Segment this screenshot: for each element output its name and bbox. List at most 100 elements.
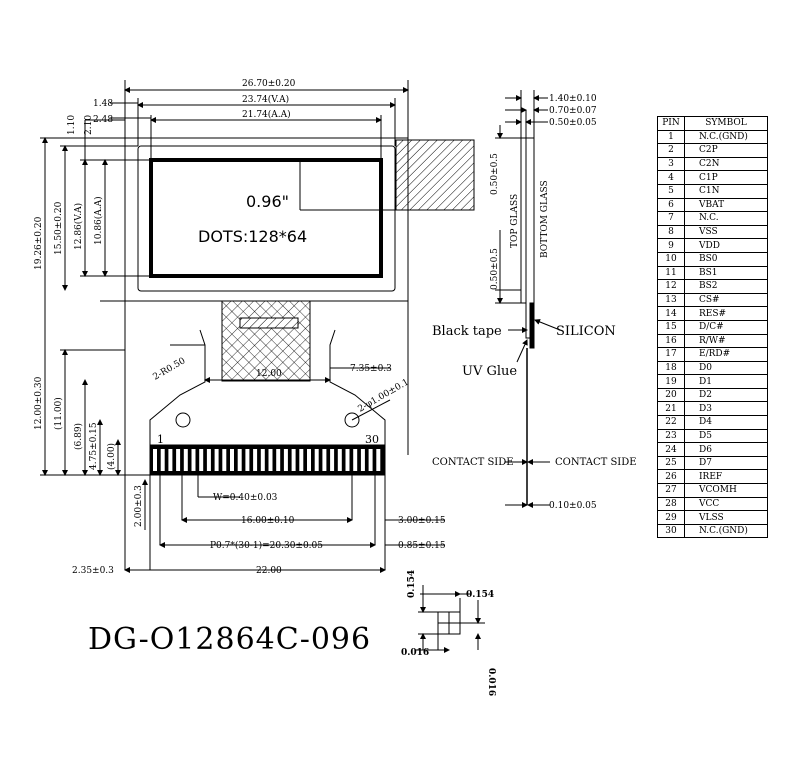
pin-number: 30 [657,523,685,539]
dim-height-1550: 15.50±0.20 [54,201,64,255]
contact-pad [291,449,296,471]
pin-symbol: D2 [684,387,768,403]
pin-number: 10 [657,251,685,267]
contact-pad [183,449,188,471]
pin-number: 12 [657,279,685,294]
pixel-detail [415,585,485,653]
pin-symbol: N.C.(GND) [684,523,768,539]
dim-height-fpc: 12.00±0.30 [34,376,44,430]
dim-width-1600: 16.00±0.10 [241,516,295,526]
pin-header: PIN [657,116,685,131]
contact-side-right: CONTACT SIDE [555,457,637,468]
contact-pad [153,449,157,471]
contact-pad [283,449,288,471]
pin-symbol: E/RD# [684,347,768,362]
contact-pads [153,449,381,471]
contact-pad [322,449,327,471]
pin-symbol: N.C. [684,211,768,226]
pin-symbol: VBAT [684,197,768,213]
contact-pad [191,449,196,471]
dim-thickness-050: 0.50±0.05 [549,118,597,128]
pin-symbol: C1N [684,183,768,199]
pin-number: 29 [657,510,685,525]
dim-offset-085: 0.85±0.15 [398,541,446,551]
dim-height-400: (4.00) [106,443,117,470]
pin-symbol: D7 [684,455,768,471]
contact-pad [276,449,281,471]
pixel-dim-side: 0.016 [486,668,496,696]
front-view-text: 0.96" DOTS:128*64 26.70±0.20 23.74(V.A) … [34,79,446,576]
dim-top-050: 0.50±0.5 [490,153,500,195]
pin-symbol: D1 [684,374,768,389]
top-glass [520,137,527,304]
hatched-block [395,139,475,211]
mount-hole-right [344,412,360,428]
dim-width-outline: 26.70±0.20 [242,79,296,89]
pin-number: 17 [657,347,685,362]
pin-symbol: C2N [684,156,768,172]
pixel-dim-bottom: 0.016 [401,648,429,658]
pin-number: 18 [657,360,685,376]
display-size-label: 0.96" [246,192,289,211]
pin-number: 6 [657,197,685,213]
contact-pad [168,449,173,471]
silicon-label: SILICON [556,324,616,339]
dim-height-689: (6.89) [73,423,84,450]
dim-height-475: 4.75±0.15 [89,422,99,470]
dim-height-200: 2.00±0.3 [134,485,144,527]
symbol-header: SYMBOL [684,116,768,131]
contact-pad [199,449,204,471]
dim-height-va: 12.86(V.A) [73,203,84,250]
pin-number: 8 [657,224,685,240]
pin-symbol: D3 [684,401,768,417]
pin-symbol: D/C# [684,319,768,335]
dim-width-2200: 22.00 [256,566,282,576]
pin-symbol: BS1 [684,265,768,281]
dim-offset-300: 3.00±0.15 [398,516,446,526]
contact-pad [307,449,311,471]
pin-number: 3 [657,156,685,172]
pin-symbol: D0 [684,360,768,376]
dim-radius: 2-R0.50 [152,356,188,383]
pin-symbol: N.C.(GND) [684,129,768,145]
mount-hole-left [175,412,191,428]
black-tape-label: Black tape [432,324,502,339]
pin-symbol: VSS [684,224,768,240]
pin-symbol: C2P [684,143,768,158]
contact-pad [368,449,373,471]
contact-pad [376,449,381,471]
dim-top-110: 1.10 [67,115,77,135]
silicon-block [529,302,535,349]
viewing-area [137,145,396,292]
pixel-dim-right: 0.154 [466,590,494,600]
pin-symbol: RES# [684,306,768,321]
pin-number: 22 [657,415,685,430]
top-glass-label: TOP GLASS [510,194,520,248]
contact-pad [237,449,242,471]
fpc-ic-region [221,300,311,382]
dim-top-210: 2.10 [84,115,94,135]
front-view [40,80,475,573]
dim-height-outline: 19.26±0.20 [34,216,44,270]
dim-thickness-070: 0.70±0.07 [549,106,597,116]
